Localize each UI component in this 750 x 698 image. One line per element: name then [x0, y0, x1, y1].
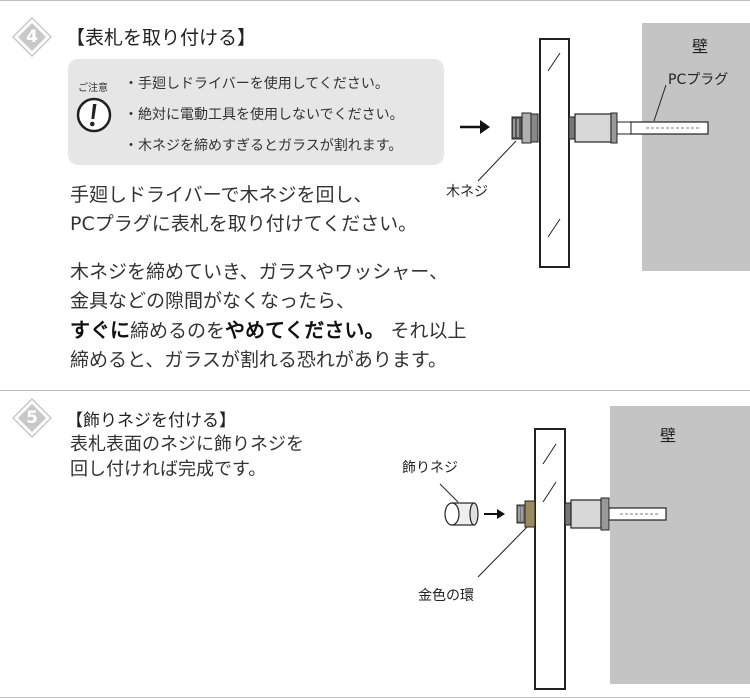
step-4-number: 4 — [26, 27, 38, 47]
glass-glint — [547, 52, 561, 72]
gold-ring — [524, 500, 536, 528]
step-5-title: 【飾りネジを付ける】 — [66, 411, 236, 431]
warning-line: 木ネジを締めていき、ガラスやワッシャー、 — [70, 261, 449, 283]
finish-diagram — [439, 406, 750, 690]
gold-ring-label: 金色の環 — [418, 588, 474, 604]
step-4-section: 4 【表札を取り付ける】 ご注意 ・手廻しドライバーを使用してください。 ・絶対… — [0, 0, 750, 391]
step-4-title: 【表札を取り付ける】 — [66, 27, 257, 49]
caution-item: ・手廻しドライバーを使用してください。 — [124, 76, 389, 92]
mounting-diagram — [460, 23, 750, 271]
standoff-base — [574, 113, 612, 143]
ring-leader — [477, 526, 528, 578]
wood-screw — [511, 116, 523, 140]
glass-pane — [534, 428, 566, 690]
step-5-section: 5 【飾りネジを付ける】 表札表面のネジに飾りネジを 回し付ければ完成です。 — [0, 392, 750, 698]
step-5-number: 5 — [26, 408, 38, 428]
exclamation-icon — [76, 97, 112, 133]
wall-label: 壁 — [692, 37, 709, 56]
caution-label: ご注意 — [78, 83, 108, 94]
wood-screw-label: 木ネジ — [446, 184, 488, 200]
step-5-line: 表札表面のネジに飾りネジを — [70, 434, 304, 455]
step-4-badge: 4 — [12, 17, 52, 57]
decorative-screw-label: 飾りネジ — [402, 460, 458, 476]
warning-line: 金具などの隙間がなくなったら、 — [70, 290, 356, 312]
warning-emphasis: やめてください。 — [225, 318, 385, 342]
screw-leader — [477, 140, 517, 182]
instruction-line: PCプラグに表札を取り付けてください。 — [70, 213, 418, 235]
caution-item: ・木ネジを締めすぎるとガラスが割れます。 — [124, 138, 403, 154]
warning-text: 木ネジを締めていき、ガラスやワッシャー、 金具などの隙間がなくなったら、 すぐに… — [70, 258, 466, 375]
decorative-screw-cap — [444, 502, 479, 526]
cap-leader — [439, 483, 459, 503]
instruction-line: 手廻しドライバーで木ネジを回し、 — [70, 184, 373, 206]
plug-leader — [653, 84, 667, 122]
warning-line: 締めると、ガラスが割れる恐れがあります。 — [70, 349, 447, 371]
step-5-line: 回し付ければ完成です。 — [70, 459, 267, 480]
wall — [642, 23, 750, 271]
step-5-text: 表札表面のネジに飾りネジを 回し付ければ完成です。 — [70, 432, 304, 482]
instruction-text: 手廻しドライバーで木ネジを回し、 PCプラグに表札を取り付けてください。 — [70, 181, 417, 239]
caution-list: ・手廻しドライバーを使用してください。 ・絶対に電動工具を使用しないでください。… — [124, 69, 404, 162]
glass-glint — [547, 218, 561, 238]
caution-item: ・絶対に電動工具を使用しないでください。 — [124, 107, 404, 123]
warning-emphasis: すぐに — [70, 318, 130, 342]
diamond-badge-icon — [12, 398, 52, 438]
glass-pane — [539, 38, 570, 268]
step-5-badge: 5 — [12, 398, 52, 438]
pc-plug-label: PCプラグ — [668, 72, 729, 88]
wall-label: 壁 — [660, 426, 677, 445]
caution-box: ご注意 ・手廻しドライバーを使用してください。 ・絶対に電動工具を使用しないでく… — [68, 59, 444, 165]
warning-line: すぐに締めるのをやめてください。 それ以上 — [70, 318, 467, 342]
diamond-badge-icon — [12, 17, 52, 57]
wall — [610, 406, 750, 684]
